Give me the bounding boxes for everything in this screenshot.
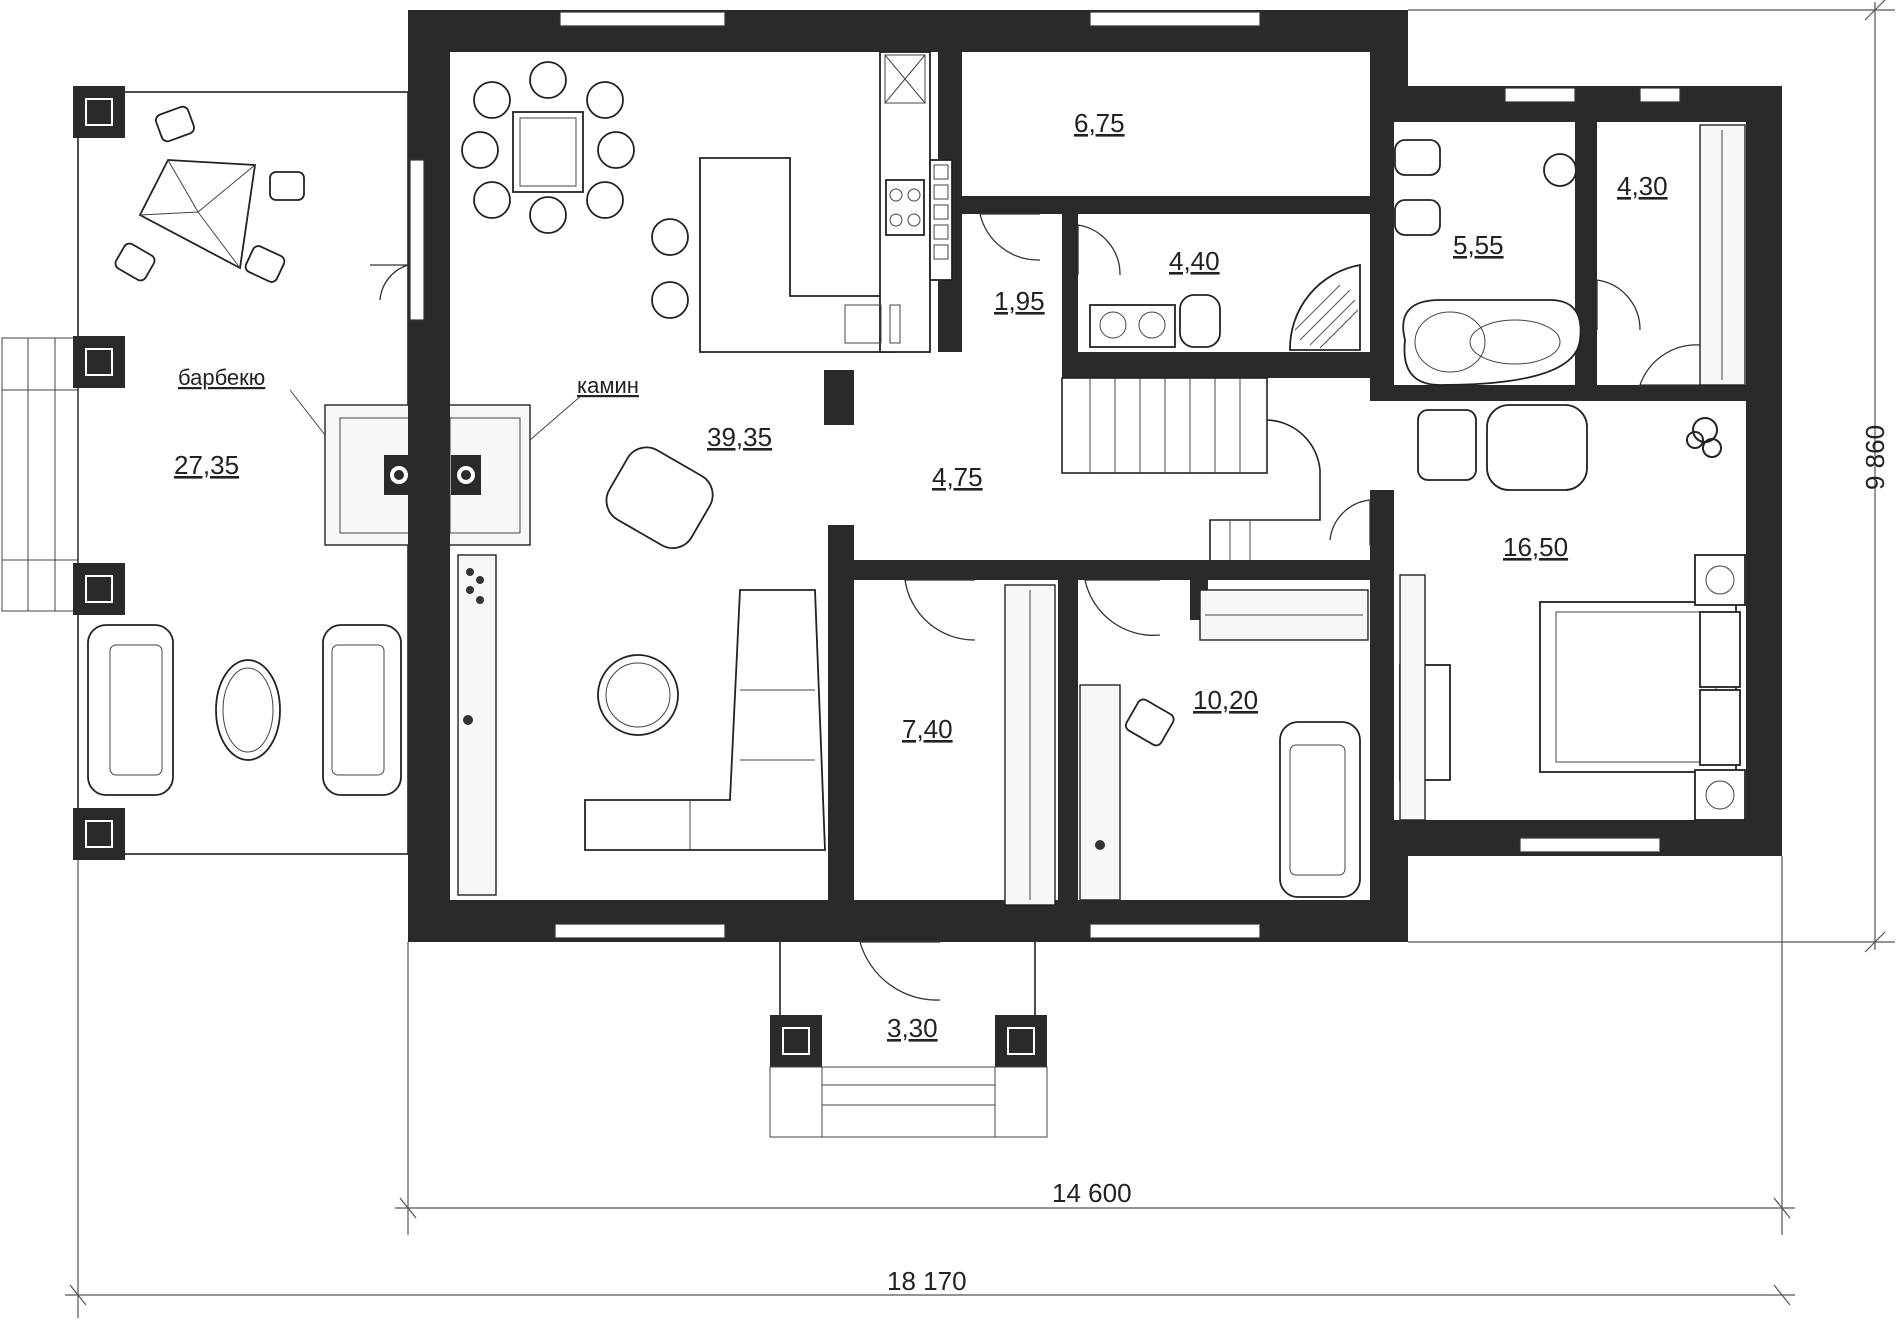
plant-icon: [466, 568, 484, 604]
living-furniture: [457, 446, 826, 896]
bbq-table: [114, 105, 305, 283]
appliance-column: [929, 159, 953, 281]
pillar: [995, 1015, 1047, 1067]
area-dressing: 4,30: [1617, 171, 1668, 201]
pillar: [73, 86, 125, 138]
terrace-sofa-left: [87, 624, 174, 796]
area-hall: 4,75: [932, 462, 983, 492]
area-pantry: 6,75: [1074, 108, 1125, 138]
bathroom-fixtures: [1089, 263, 1361, 351]
dimension-width-inner: 14 600: [1052, 1178, 1132, 1208]
bbq-callout: барбекю: [178, 365, 265, 390]
area-room: 10,20: [1193, 685, 1258, 715]
terrace-sofa-right: [322, 624, 402, 796]
area-bath2: 5,55: [1453, 230, 1504, 260]
dimension-lines: [65, 0, 1895, 1318]
area-living: 39,35: [707, 422, 772, 452]
dimension-width-total: 18 170: [887, 1266, 967, 1296]
kitchen: [651, 51, 953, 353]
dressing-hangers: [1699, 124, 1746, 386]
main-walls: [408, 10, 1782, 942]
area-bedroom: 16,50: [1503, 532, 1568, 562]
area-closet: 1,95: [994, 286, 1045, 316]
porch: [769, 942, 1048, 1138]
bathroom2-fixtures: [1394, 139, 1582, 386]
dining-table: [461, 61, 635, 234]
stairs: [1061, 377, 1321, 560]
area-porch: 3,30: [887, 1013, 938, 1043]
fireplace-callout: камин: [577, 373, 639, 398]
area-terrace: 27,35: [174, 450, 239, 480]
dimension-depth: 9 860: [1860, 425, 1890, 490]
study-wardrobe: [1004, 584, 1056, 906]
plant-icon: [1686, 417, 1722, 458]
area-bath: 4,40: [1169, 246, 1220, 276]
doors: [370, 213, 1701, 1001]
room-furniture: [1079, 589, 1369, 901]
area-study: 7,40: [902, 714, 953, 744]
bedroom-furniture: [1399, 404, 1746, 821]
pillar: [73, 563, 125, 615]
pillar: [73, 336, 125, 388]
pillar: [73, 808, 125, 860]
pillar: [770, 1015, 822, 1067]
terrace-coffee-table: [215, 659, 281, 761]
